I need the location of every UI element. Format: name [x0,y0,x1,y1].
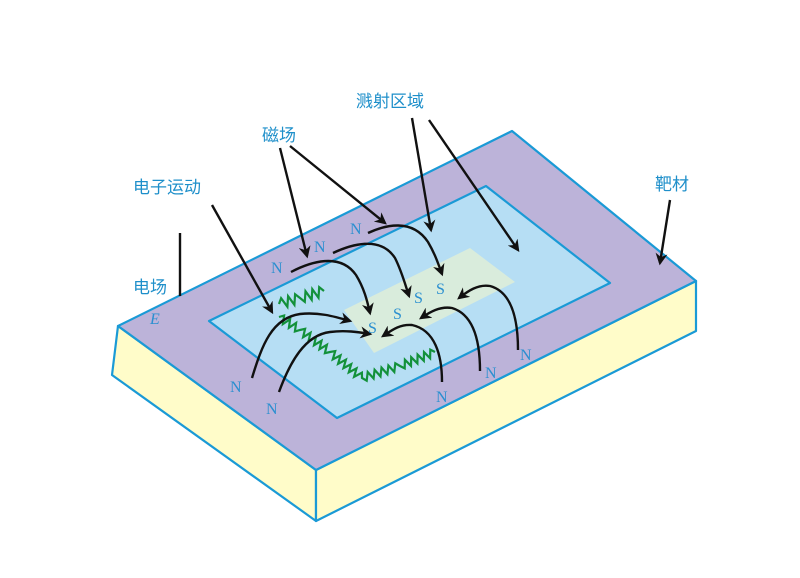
field-line [290,259,374,316]
label-electron-motion: 电子运动 [133,178,201,198]
label-sputter-region: 溅射区域 [356,92,424,112]
pointer-magnetic-2 [289,145,387,225]
north-pole-label: N [436,389,448,406]
field-line [332,242,412,299]
field-line [277,326,373,393]
electron-path-lower [278,313,436,383]
field-line [381,323,444,383]
pointer-magnetic-1 [278,147,311,259]
field-line [457,284,520,351]
south-pole-label: S [414,290,423,307]
pointer-electron [210,204,274,315]
north-pole-label: N [314,239,326,256]
north-pole-label: N [485,365,497,382]
north-pole-label: N [230,379,242,396]
south-pole-label: S [436,281,445,298]
south-pole-label: S [368,320,377,337]
north-pole-label: N [350,221,362,238]
electron-path-upper [277,285,325,310]
pointer-target [655,199,672,266]
north-pole-label: N [266,401,278,418]
field-line [367,224,445,277]
north-pole-label: N [520,347,532,364]
north-pole-label: N [271,260,283,277]
south-pole-label: S [393,306,402,323]
label-target: 靶材 [655,175,689,195]
pointer-sputter-2 [428,119,520,252]
field-line [419,306,482,372]
electric-field-symbol: E [149,311,160,328]
pointer-sputter-1 [410,117,436,233]
label-electric-field: 电场 [133,278,167,298]
field-line [250,312,353,379]
label-magnetic-field: 磁场 [262,126,296,146]
